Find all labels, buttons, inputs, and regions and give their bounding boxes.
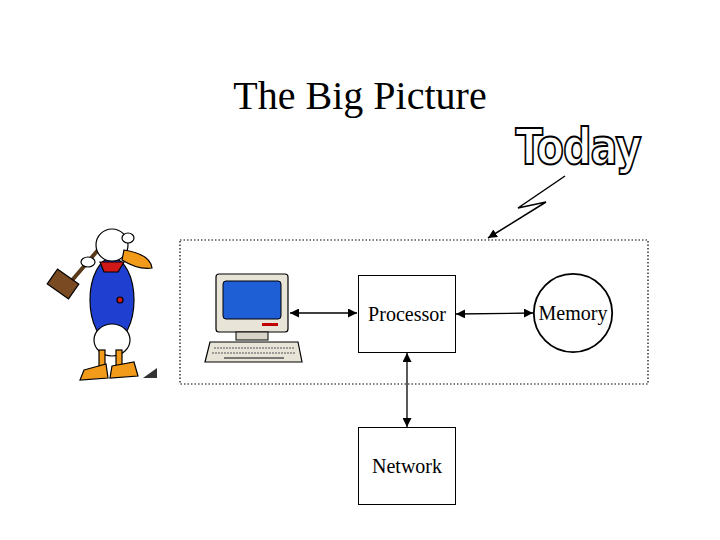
node-text: Processor <box>368 303 446 325</box>
component-box: Network <box>358 427 456 505</box>
memory-circle: Memory <box>533 273 613 353</box>
connector-arrow <box>456 313 533 314</box>
component-box: Processor <box>358 275 456 353</box>
diagram-title: The Big Picture <box>160 72 560 119</box>
dotted-frame <box>180 240 648 384</box>
node-text: Memory <box>539 302 608 324</box>
duck-illustration <box>47 229 152 380</box>
corner-mark <box>143 368 157 378</box>
node-text: Network <box>372 455 442 477</box>
callout-label: Today <box>508 118 648 176</box>
lightning-arrow <box>488 176 565 238</box>
connector-arrow <box>406 353 407 427</box>
computer-wire <box>290 312 357 313</box>
computer-icon <box>205 274 302 362</box>
